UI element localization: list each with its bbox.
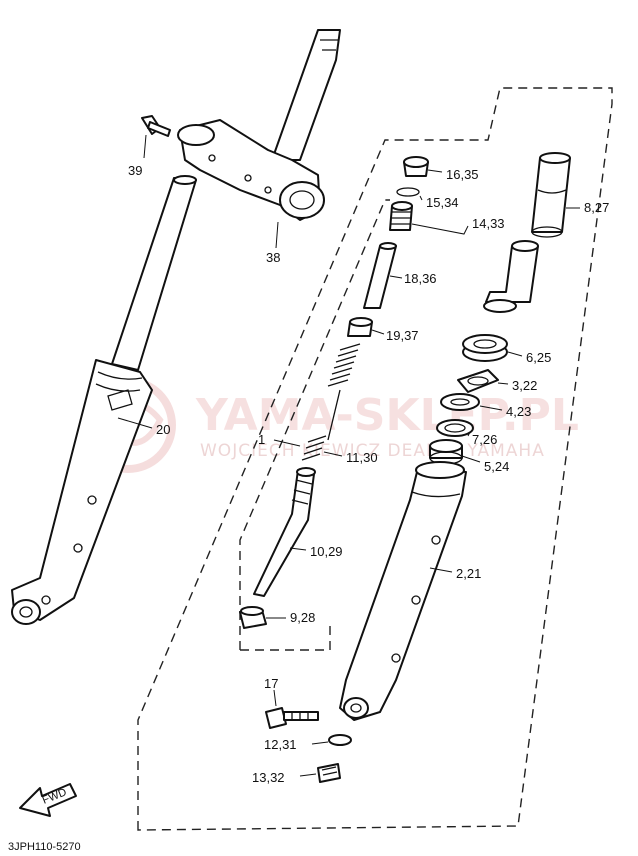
callout-15-34: 15,34: [426, 195, 459, 210]
part-9-28: [239, 606, 267, 629]
inner-assembly-boundary: [239, 199, 390, 651]
callout-14-33: 14,33: [472, 216, 505, 231]
gasket-12-31: [328, 734, 352, 746]
part-7-26: [436, 419, 474, 437]
callout-6-25: 6,25: [526, 350, 551, 365]
callout-16-35: 16,35: [446, 167, 479, 182]
part-14-33: [389, 201, 413, 231]
watermark-brand: YAMA-SKLEP.PL: [195, 390, 579, 441]
part-15-34: [396, 187, 420, 197]
part-19-37: [347, 317, 373, 337]
fwd-arrow-icon: FWD: [19, 783, 77, 817]
callout-7-26: 7,26: [472, 432, 497, 447]
callout-20: 20: [156, 422, 170, 437]
callout-17: 17: [264, 676, 278, 691]
callout-10-29: 10,29: [310, 544, 343, 559]
callout-9-28: 9,28: [290, 610, 315, 625]
callout-19-37: 19,37: [386, 328, 419, 343]
callout-2-21: 2,21: [456, 566, 481, 581]
outer-tube-2-21: [339, 461, 467, 721]
callout-39: 39: [128, 163, 142, 178]
callout-1: 1: [258, 432, 265, 447]
fork-assembly-20: [11, 175, 197, 625]
bolt-39: [141, 115, 171, 137]
damper-rod-10-29: [253, 467, 316, 597]
callout-5-24: 5,24: [484, 459, 509, 474]
diagram-code: 3JPH110-5270: [8, 841, 81, 853]
callout-11-30: 11,30: [346, 450, 378, 465]
part-8-27: [531, 152, 571, 238]
part-5-24: [429, 439, 463, 465]
part-3-22: [457, 369, 499, 393]
part-16-35: [403, 156, 429, 177]
callout-4-23: 4,23: [506, 404, 531, 419]
callout-12-31: 12,31: [264, 737, 297, 752]
part-6-25: [462, 334, 508, 362]
assembly-boundary: [137, 87, 613, 831]
part-4-23: [440, 393, 480, 411]
under-bracket-38: [177, 29, 341, 221]
callout-13-32: 13,32: [252, 770, 285, 785]
callout-38: 38: [266, 250, 280, 265]
callout-18-36: 18,36: [404, 271, 437, 286]
fork-spring: [301, 343, 361, 461]
part-18-36: [363, 242, 397, 309]
bolt-17: [265, 707, 319, 729]
fork-tube: [483, 240, 539, 313]
drain-bolt-13-32: [317, 763, 341, 783]
callout-3-22: 3,22: [512, 378, 537, 393]
callout-8-27: 8,27: [584, 200, 609, 215]
